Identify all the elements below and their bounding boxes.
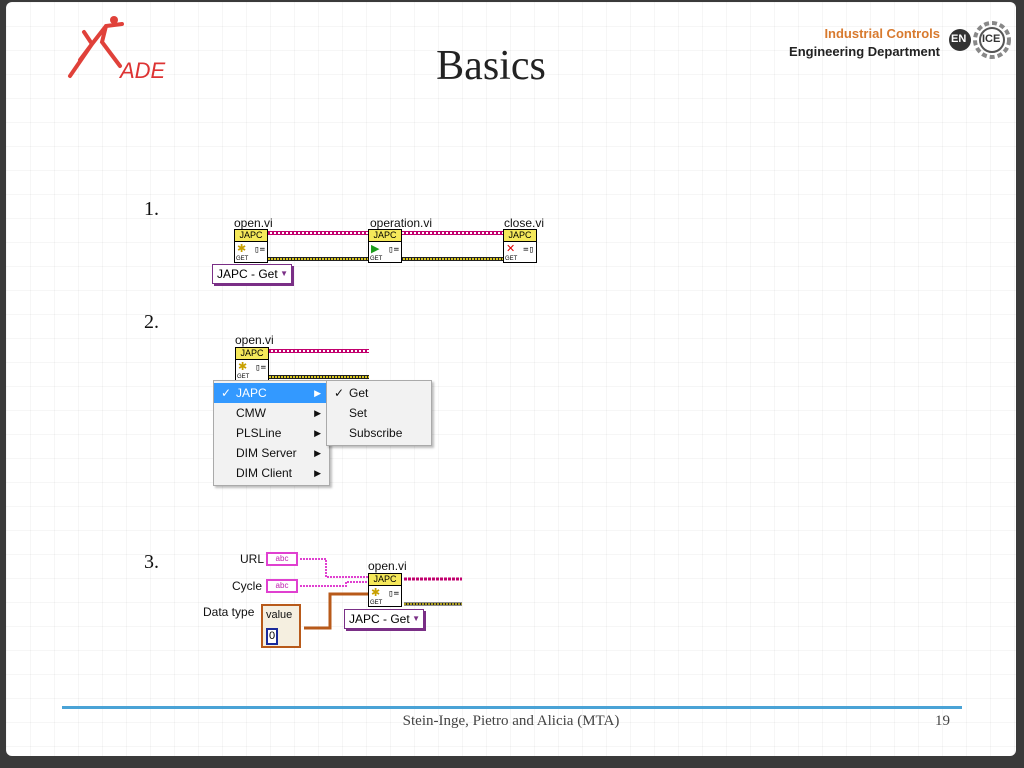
open-star-icon: ✱ — [371, 586, 381, 599]
menu-item-dim-client[interactable]: DIM Client▶ — [214, 463, 329, 483]
logo-text: ADE — [120, 58, 166, 83]
step-1-close-label: close.vi — [504, 216, 545, 230]
ring-value: JAPC - Get — [217, 267, 278, 281]
step-1-operation-label: operation.vi — [370, 216, 433, 230]
slide-title: Basics — [436, 43, 546, 89]
vi-get-tag: GET — [370, 600, 383, 606]
vi-header: JAPC — [235, 230, 267, 242]
gear-icon — [949, 21, 1011, 59]
submenu-item-subscribe[interactable]: Subscribe — [349, 426, 403, 440]
badge-en: EN — [951, 33, 967, 45]
step-1-open-label: open.vi — [234, 216, 273, 230]
vi-get-tag: GET — [505, 256, 518, 262]
step-2-error-wire — [269, 375, 369, 379]
vi-get-tag: GET — [236, 256, 249, 262]
rade-logo — [62, 14, 172, 86]
url-string-control[interactable]: abc — [266, 552, 298, 566]
check-icon: ✓ — [334, 386, 345, 400]
vi-header: JAPC — [504, 230, 536, 242]
cycle-label: Cycle — [232, 579, 263, 593]
cluster-label: value — [266, 609, 293, 621]
menu-item-dim-server[interactable]: DIM Server▶ — [214, 443, 329, 463]
protocol-menu: ✓JAPC▶ CMW▶ PLSLine▶ DIM Server▶ DIM Cli… — [213, 380, 330, 486]
cycle-string-control[interactable]: abc — [266, 579, 298, 593]
dept-line-1: Industrial Controls — [824, 26, 940, 41]
play-arrow-icon: ▶ — [371, 242, 380, 255]
step-2-pink-wire — [269, 349, 369, 353]
vi-header: JAPC — [369, 574, 401, 586]
vi-get-tag: GET — [237, 374, 250, 380]
footer-text: Stein-Inge, Pietro and Alicia (MTA) — [402, 713, 620, 729]
terminal-icon: ▯= — [388, 245, 399, 255]
data-type-cluster[interactable]: value 0 — [261, 604, 301, 648]
runner-logo-icon — [68, 16, 124, 78]
terminal-icon: ▯= — [254, 245, 265, 255]
dropdown-arrow-icon: ▼ — [412, 614, 420, 623]
close-vi-node[interactable]: JAPC ✕ =▯ GET — [503, 229, 537, 263]
step-3-open-label: open.vi — [368, 559, 407, 573]
slide: ADE Basics Industrial Controls Engineeri… — [6, 2, 1016, 756]
ring-value: JAPC - Get — [349, 612, 410, 626]
url-label: URL — [240, 552, 265, 566]
dept-line-2: Engineering Department — [789, 44, 940, 59]
close-x-icon: ✕ — [506, 242, 516, 255]
open-star-icon: ✱ — [237, 242, 247, 255]
vi-header: JAPC — [369, 230, 401, 242]
submenu-item-get[interactable]: ✓Get — [327, 383, 431, 403]
terminal-icon: ▯= — [388, 589, 399, 599]
submenu-arrow-icon: ▶ — [314, 388, 321, 398]
data-type-label: Data type — [203, 605, 255, 619]
check-icon: ✓ — [221, 386, 232, 400]
step-3-number: 3. — [144, 551, 159, 573]
footer-divider — [62, 706, 962, 709]
step-1-type-selector[interactable]: JAPC - Get ▼ — [212, 264, 292, 284]
step-2-number: 2. — [144, 311, 159, 333]
japc-submenu: ✓Get Set Subscribe — [326, 380, 432, 446]
step-2-open-vi-node[interactable]: JAPC ✱ ▯= GET — [235, 347, 269, 381]
submenu-arrow-icon: ▶ — [314, 448, 321, 458]
dropdown-arrow-icon: ▼ — [280, 269, 288, 278]
page-number: 19 — [935, 713, 950, 729]
terminal-icon: =▯ — [523, 245, 534, 255]
submenu-arrow-icon: ▶ — [314, 428, 321, 438]
open-vi-node[interactable]: JAPC ✱ ▯= GET — [234, 229, 268, 263]
menu-item-plsline[interactable]: PLSLine▶ — [214, 423, 329, 443]
step-2-open-label: open.vi — [235, 333, 274, 347]
menu-item-cmw[interactable]: CMW▶ — [214, 403, 329, 423]
submenu-arrow-icon: ▶ — [314, 408, 321, 418]
step-1-number: 1. — [144, 198, 159, 220]
menu-item-japc[interactable]: ✓JAPC▶ — [214, 383, 329, 403]
operation-vi-node[interactable]: JAPC ▶ ▯= GET — [368, 229, 402, 263]
submenu-item-set[interactable]: Set — [349, 406, 368, 420]
step-3-wires — [300, 558, 462, 630]
open-star-icon: ✱ — [238, 360, 248, 373]
terminal-icon: ▯= — [255, 363, 266, 373]
en-ice-logo: EN ICE — [946, 16, 1012, 64]
badge-ice: ICE — [982, 33, 1001, 45]
vi-header: JAPC — [236, 348, 268, 360]
vi-get-tag: GET — [370, 256, 383, 262]
submenu-arrow-icon: ▶ — [314, 468, 321, 478]
step-3-type-selector[interactable]: JAPC - Get ▼ — [344, 609, 424, 629]
step-3-open-vi-node[interactable]: JAPC ✱ ▯= GET — [368, 573, 402, 607]
numeric-control[interactable]: 0 — [266, 628, 278, 645]
